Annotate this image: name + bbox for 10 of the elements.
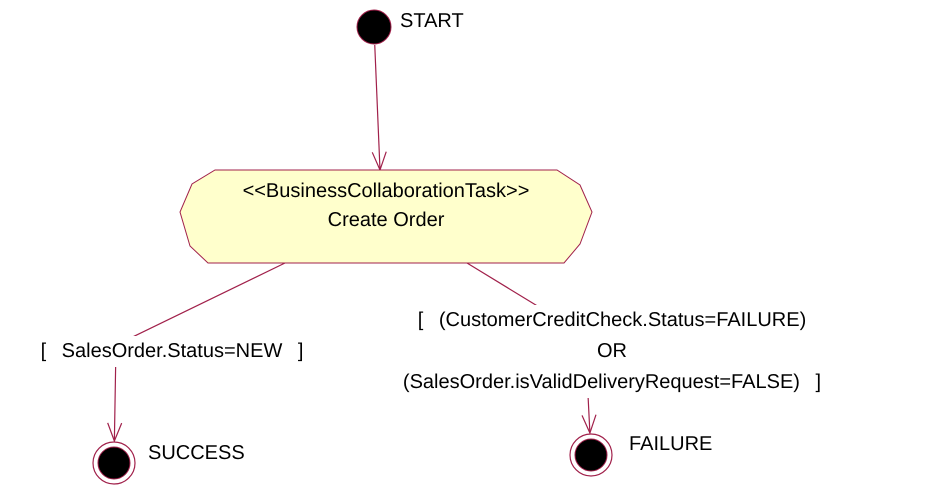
activity-name: Create Order: [326, 208, 446, 233]
state-label: FAILURE: [629, 433, 712, 456]
initial-state-dot: [356, 9, 392, 45]
arrow: [372, 44, 387, 171]
state-label: SUCCESS: [148, 442, 245, 465]
final-state-symbol: [569, 433, 613, 477]
state-label: START: [400, 10, 464, 33]
activity-box: [180, 170, 592, 263]
stereotype-label: <<BusinessCollaborationTask>>: [242, 179, 530, 204]
final-state-symbol: [92, 441, 136, 485]
